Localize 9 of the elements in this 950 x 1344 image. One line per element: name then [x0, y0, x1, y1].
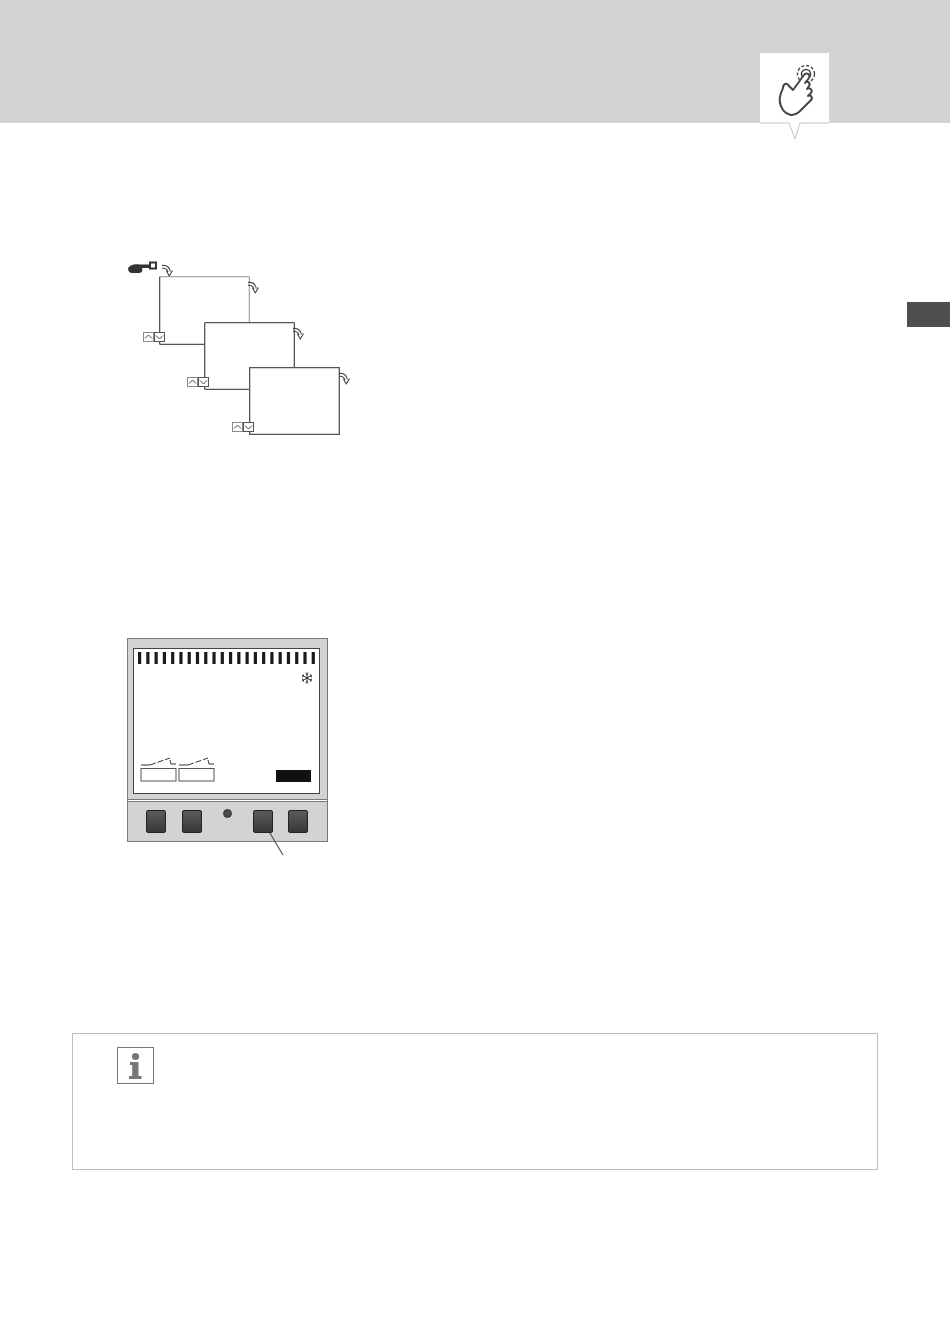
device-housing [127, 638, 328, 842]
leader-line [269, 832, 284, 856]
menu-screen [204, 322, 295, 390]
menu-screen [159, 276, 250, 345]
device-button [288, 810, 308, 833]
device-button [253, 810, 273, 833]
menu-screen [249, 367, 340, 435]
device-button [146, 810, 166, 833]
device-button [182, 810, 202, 833]
